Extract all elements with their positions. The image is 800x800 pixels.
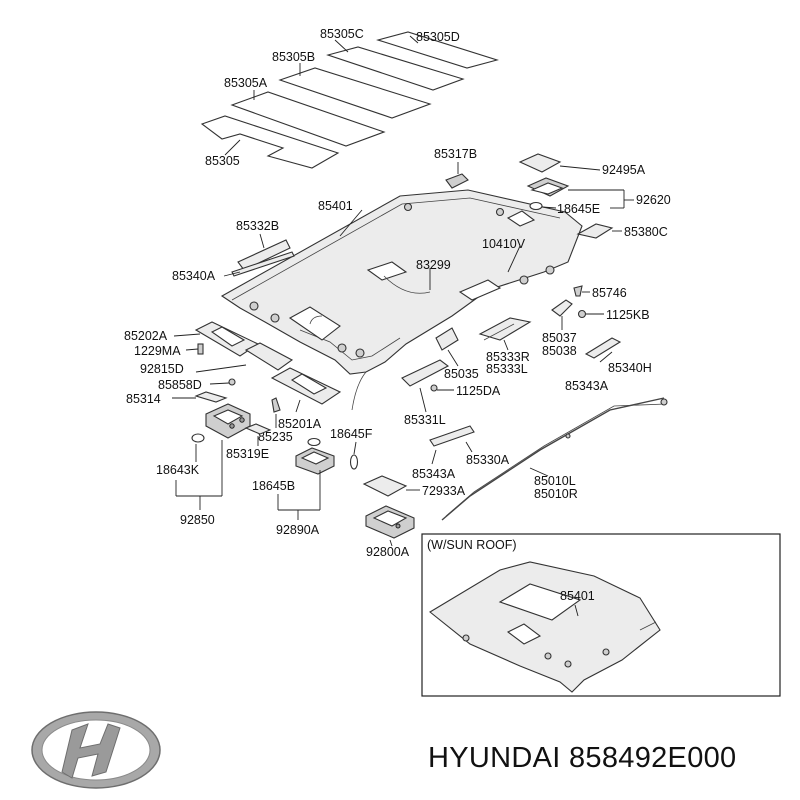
part-85746 — [573, 285, 583, 297]
label-85010r: 85010R — [534, 487, 578, 501]
part-85330a — [429, 425, 475, 447]
part-85201a — [270, 367, 342, 405]
label-18645b: 18645B — [252, 479, 295, 493]
label-85202a: 85202A — [124, 329, 168, 343]
sunroof-title: (W/SUN ROOF) — [427, 538, 517, 552]
label-1229ma: 1229MA — [134, 344, 181, 358]
part-number: 858492E000 — [568, 742, 737, 774]
part-85340h — [584, 337, 622, 359]
label-85305a: 85305A — [224, 76, 268, 90]
label-18643k: 18643K — [156, 463, 200, 477]
hyundai-logo — [31, 711, 161, 789]
part-92620 — [526, 177, 570, 197]
label-10410v: 10410V — [482, 237, 526, 251]
roof-panel-85305-a — [230, 91, 386, 147]
label-85201a: 85201A — [278, 417, 322, 431]
label-85333l: 85333L — [486, 362, 528, 376]
part-85340a — [231, 251, 295, 277]
label-85037: 85037 — [542, 331, 577, 345]
label-85332b: 85332B — [236, 219, 279, 233]
part-85035 — [435, 327, 459, 351]
part-85037 — [551, 299, 573, 317]
label-85331l: 85331L — [404, 413, 446, 427]
label-1125da: 1125DA — [456, 384, 501, 398]
label-18645e: 18645E — [557, 202, 600, 216]
label-85333r: 85333R — [486, 350, 530, 364]
label-92800a: 92800A — [366, 545, 410, 559]
part-18645f — [349, 454, 359, 470]
label-85858d: 85858D — [158, 378, 202, 392]
part-92890a — [295, 447, 335, 475]
label-85319e: 85319E — [226, 447, 269, 461]
label-85305c: 85305C — [320, 27, 364, 41]
part-18645e — [529, 201, 543, 211]
label-85038: 85038 — [542, 344, 577, 358]
label-18645f: 18645F — [330, 427, 373, 441]
label-1125kb: 1125KB — [606, 308, 650, 322]
part-92800a — [365, 505, 415, 539]
brand-name: HYUNDAI — [428, 742, 561, 774]
label-72933a: 72933A — [422, 484, 466, 498]
part-1125da — [430, 384, 438, 392]
label-92890a: 92890A — [276, 523, 320, 537]
part-85010 — [441, 397, 668, 521]
label-85305b: 85305B — [272, 50, 315, 64]
part-92850 — [205, 403, 251, 439]
part-92815d — [244, 342, 294, 371]
label-85317b: 85317B — [434, 147, 477, 161]
part-85319e — [244, 423, 272, 435]
part-85331l — [401, 359, 450, 387]
part-72933a — [362, 475, 408, 497]
label-85340a: 85340A — [172, 269, 216, 283]
label-92495a: 92495A — [602, 163, 646, 177]
label-85314: 85314 — [126, 392, 161, 406]
part-1229ma — [197, 343, 204, 355]
label-85305d: 85305D — [416, 30, 460, 44]
headliner-85401 — [220, 189, 583, 375]
part-85858d — [228, 378, 236, 386]
label-85035: 85035 — [444, 367, 479, 381]
footer-caption: HYUNDAI 858492E000 — [428, 742, 736, 775]
label-85343a-r: 85343A — [565, 379, 609, 393]
part-1125kb — [577, 309, 587, 319]
label-85235: 85235 — [258, 430, 293, 444]
roof-panel-85305-c — [326, 46, 465, 91]
roof-panel-85305 — [200, 115, 340, 169]
label-92850: 92850 — [180, 513, 215, 527]
roof-panel-85305-d — [376, 31, 499, 69]
sunroof-inset: (W/SUN ROOF) — [421, 533, 781, 697]
label-85401: 85401 — [318, 199, 353, 213]
part-85332b — [237, 239, 291, 271]
label-85343a-b: 85343A — [412, 467, 456, 481]
label-83299: 83299 — [416, 258, 451, 272]
label-85305: 85305 — [205, 154, 240, 168]
part-92495a — [518, 153, 562, 173]
label-85010l: 85010L — [534, 474, 576, 488]
part-85380c — [576, 223, 614, 239]
part-18643k — [191, 433, 205, 443]
label-92815d: 92815D — [140, 362, 184, 376]
label-85746: 85746 — [592, 286, 627, 300]
part-85333 — [478, 317, 532, 341]
part-85317b — [445, 173, 469, 189]
headliner-wire — [351, 371, 367, 411]
part-85314 — [194, 391, 228, 403]
label-85340h: 85340H — [608, 361, 652, 375]
label-92620: 92620 — [636, 193, 671, 207]
label-85330a: 85330A — [466, 453, 510, 467]
label-85380c: 85380C — [624, 225, 668, 239]
roof-panel-85305-b — [278, 67, 432, 119]
part-18645b — [307, 437, 321, 447]
sunroof-part-label: 85401 — [560, 589, 595, 603]
part-85235 — [271, 397, 281, 413]
